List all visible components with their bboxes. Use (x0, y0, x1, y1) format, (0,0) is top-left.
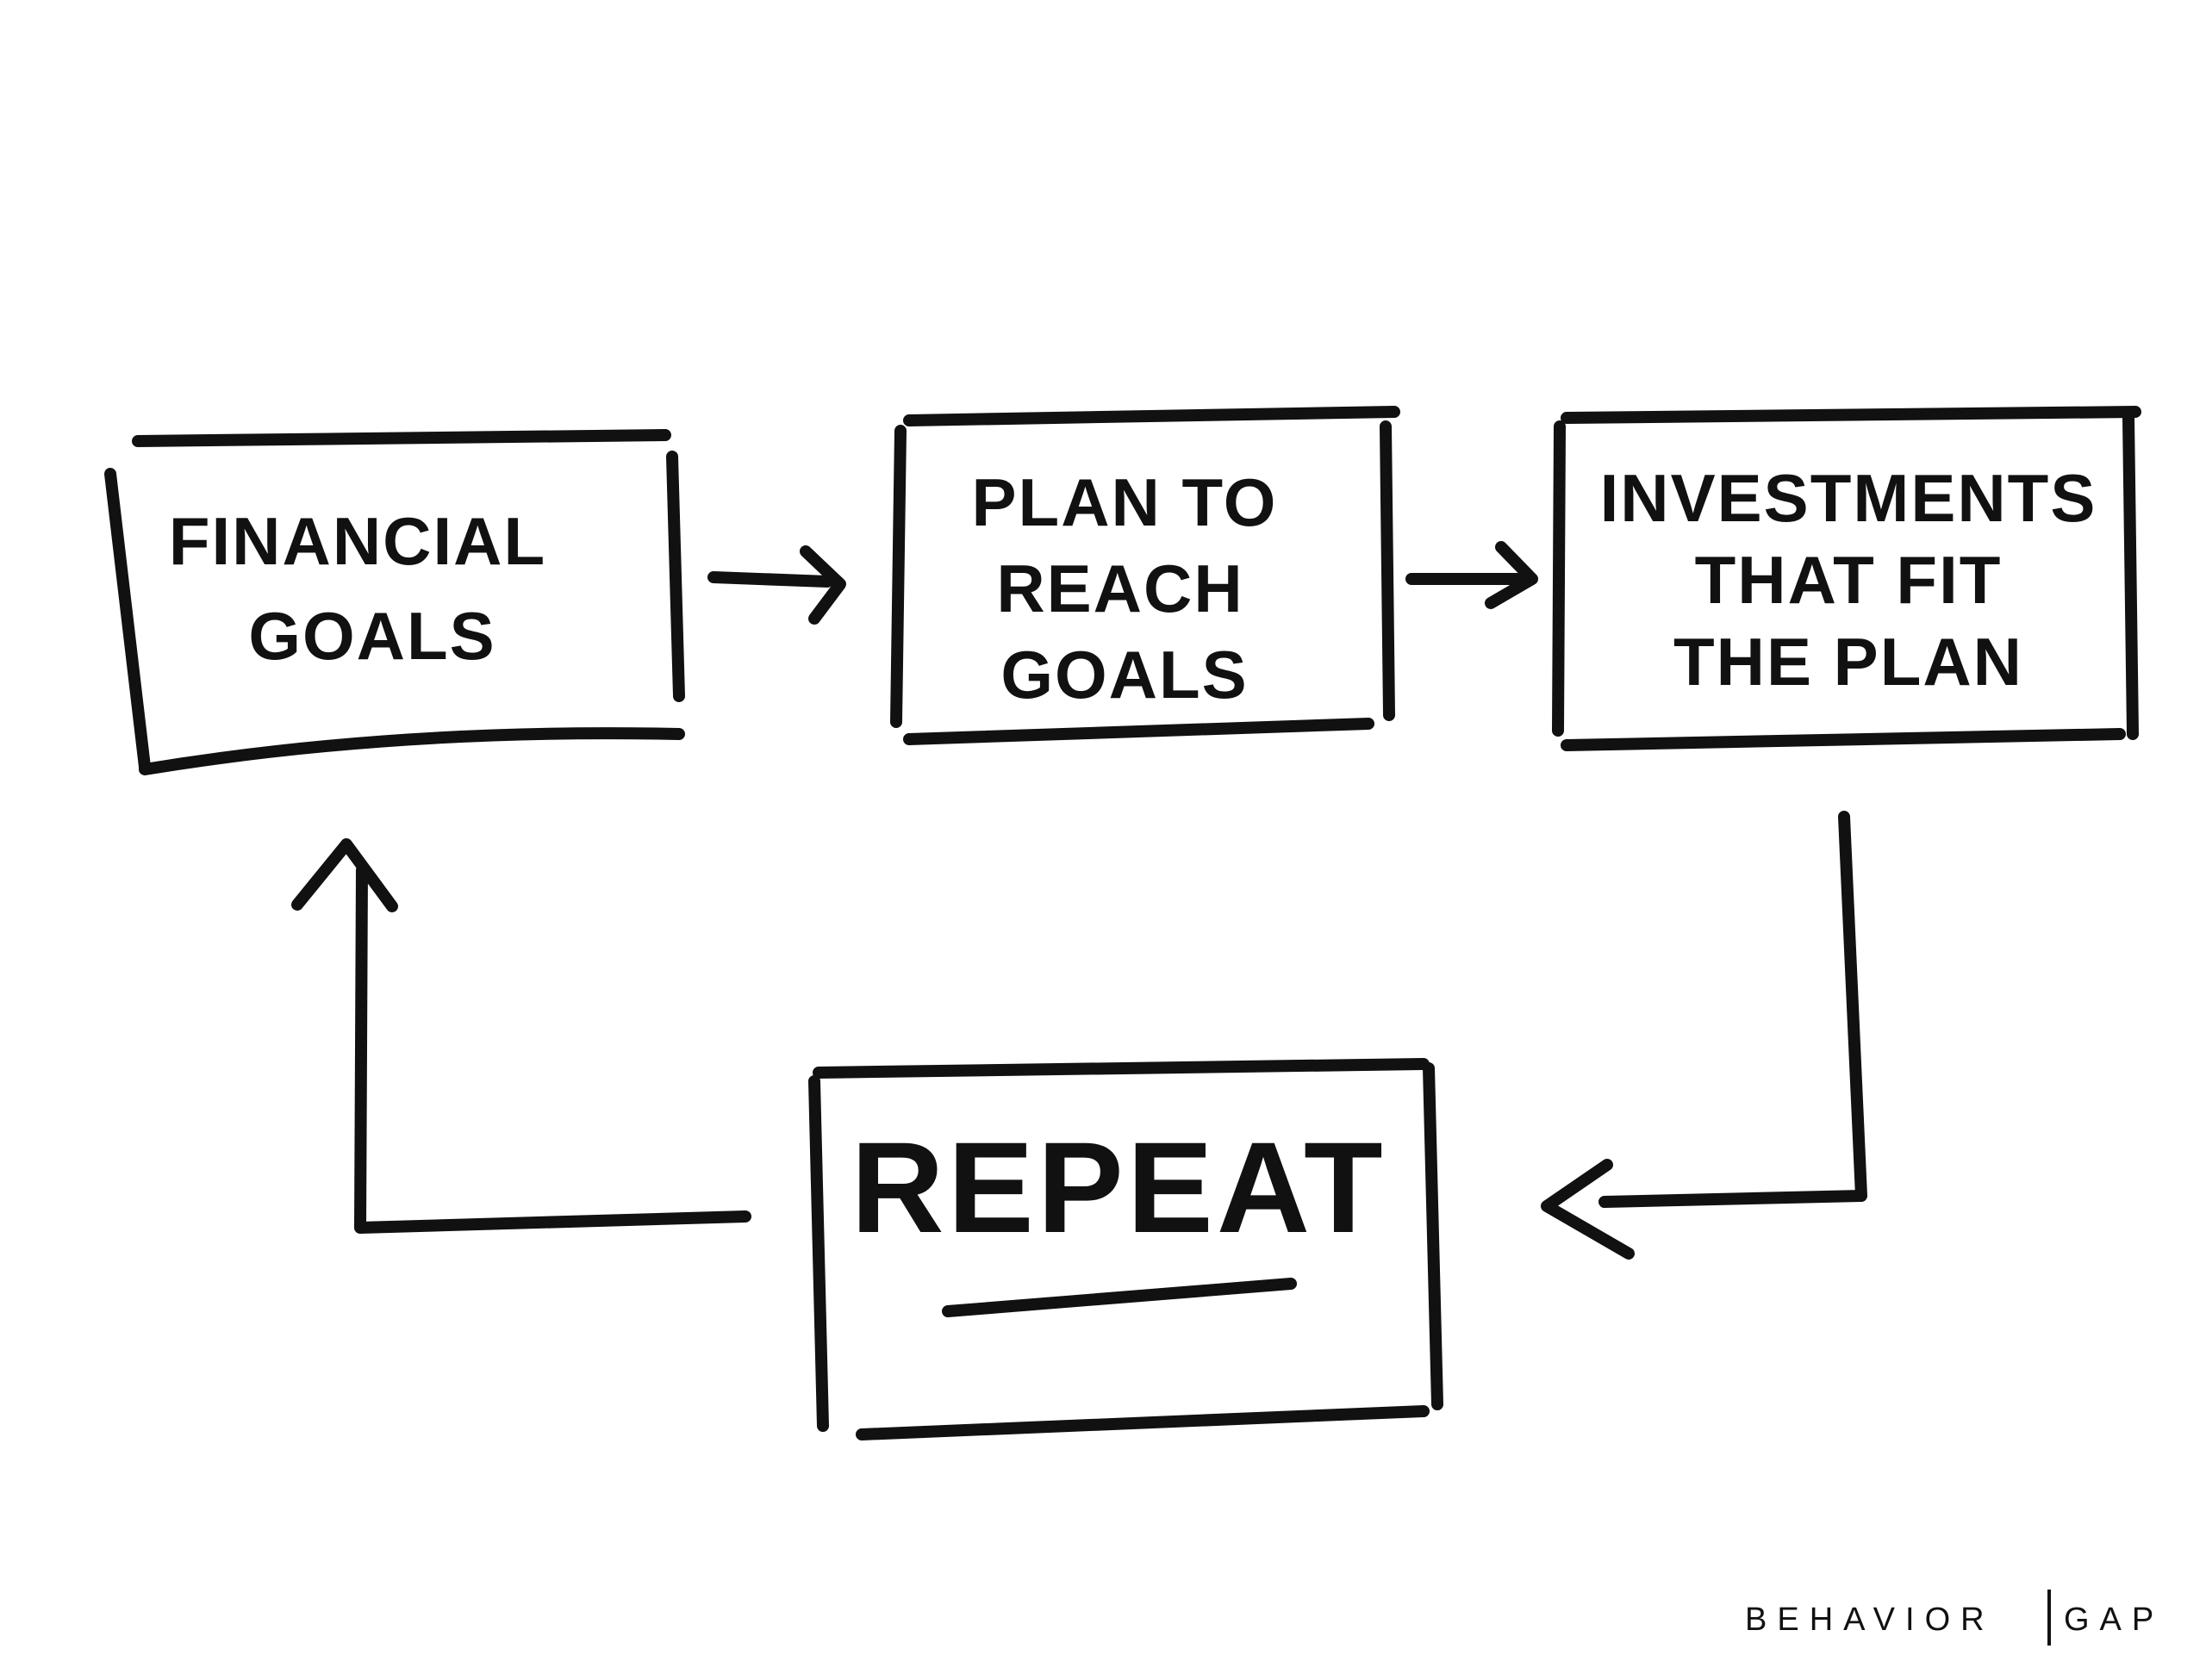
box-financial-goals: FINANCIAL GOALS (104, 429, 685, 775)
brand-logo: BEHAVIOR GAP (1745, 1590, 2164, 1646)
box-plan-to-reach-goals: PLAN TO REACH GOALS (890, 406, 1400, 745)
repeat-underline (942, 1278, 1297, 1317)
financial-goals-line1: FINANCIAL (169, 503, 546, 579)
brand-gap: GAP (2064, 1602, 2164, 1638)
financial-goals-line2: GOALS (248, 598, 495, 674)
plan-line1: PLAN TO (972, 464, 1278, 540)
arrow-plan-to-investments (1405, 541, 1538, 609)
plan-line3: GOALS (1000, 637, 1248, 712)
connector-investments-to-repeat (1541, 811, 1867, 1260)
box-repeat: REPEAT (808, 1058, 1443, 1440)
investments-line3: THE PLAN (1673, 624, 2023, 700)
brand-behavior: BEHAVIOR (1745, 1602, 1995, 1638)
repeat-label: REPEAT (851, 1115, 1386, 1260)
arrow-financial-to-plan (707, 545, 846, 625)
connector-repeat-to-financial (291, 838, 751, 1234)
investments-line1: INVESTMENTS (1600, 460, 2097, 536)
investments-line2: THAT FIT (1695, 542, 2003, 618)
plan-line2: REACH (996, 551, 1243, 626)
box-investments: INVESTMENTS THAT FIT THE PLAN (1552, 406, 2141, 751)
